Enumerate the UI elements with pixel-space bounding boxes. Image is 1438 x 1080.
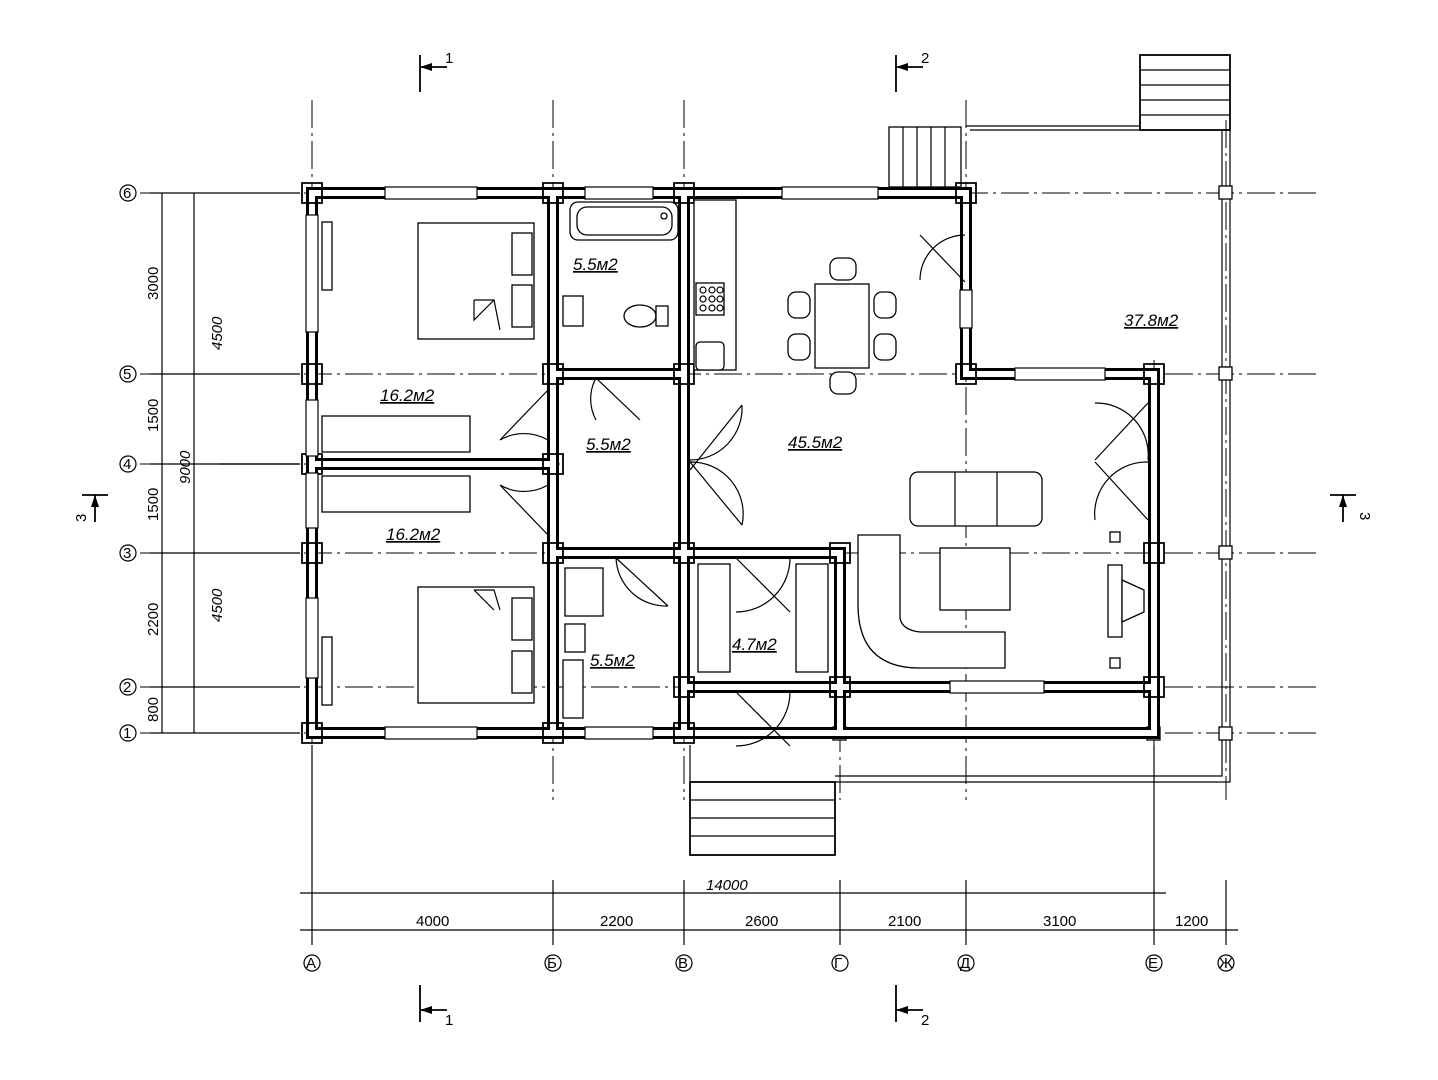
room-area-bathroom: 5.5м2 [573, 255, 618, 274]
axis-B: Б [547, 955, 557, 972]
room-area-living: 45.5м2 [788, 433, 843, 452]
corner-sofa [857, 534, 1006, 669]
axis-markers-vertical: А Б В Г Д Е Ж [303, 954, 1235, 972]
room-area-hall: 5.5м2 [586, 435, 631, 454]
left-dimensions: 3000 1500 1500 2200 800 4500 4500 9000 [145, 192, 300, 734]
dim-bottom-2600: 2600 [745, 913, 778, 930]
room-area-terrace: 37.8м2 [1124, 311, 1179, 330]
section-2-bottom: 2 [921, 1012, 929, 1029]
wardrobe-top [321, 221, 333, 291]
dim-left-1500a: 1500 [145, 399, 162, 432]
dim-left-2200: 2200 [145, 603, 162, 636]
dim-bottom-1200: 1200 [1175, 913, 1208, 930]
axis-A: А [306, 955, 316, 972]
axis-6: 6 [123, 185, 131, 202]
dim-left-800: 800 [145, 697, 162, 722]
tv-unit [1107, 564, 1123, 638]
axis-G: Г [834, 955, 842, 972]
dim-bottom-2100: 2100 [888, 913, 921, 930]
axis-Zh: Ж [1219, 955, 1233, 972]
coffee-table [939, 547, 1011, 611]
dim-left-4500a: 4500 [209, 316, 226, 350]
room-area-bedroom-top: 16.2м2 [380, 386, 435, 405]
dim-left-9000: 9000 [177, 450, 194, 484]
toilet [623, 304, 657, 328]
axis-3: 3 [123, 545, 131, 562]
terrace-structure [832, 54, 1233, 783]
section-markers: 1 1 2 2 3 3 [73, 50, 1373, 1029]
axis-V: В [678, 955, 688, 972]
dim-left-1500b: 1500 [145, 488, 162, 521]
bench-top [321, 415, 471, 453]
dim-bottom-4000: 4000 [416, 913, 449, 930]
bench-bottom [321, 475, 471, 513]
furniture [321, 199, 1145, 719]
axis-D: Д [960, 955, 970, 972]
room-area-storage: 5.5м2 [590, 651, 635, 670]
room-labels: 16.2м2 5.5м2 45.5м2 37.8м2 5.5м2 16.2м2 … [380, 255, 1179, 670]
dim-left-4500b: 4500 [209, 588, 226, 622]
entrance-steps [689, 745, 836, 856]
sink [562, 295, 584, 327]
section-1-top: 1 [445, 50, 453, 67]
section-2-top: 2 [921, 50, 929, 67]
sofa-top [909, 471, 1043, 527]
axis-2: 2 [123, 679, 131, 696]
axis-E: Е [1148, 955, 1158, 972]
room-area-closet: 4.7м2 [732, 635, 777, 654]
dim-total-14000: 14000 [706, 877, 748, 894]
axis-5: 5 [123, 366, 131, 383]
dining-table [814, 283, 870, 369]
section-1-bottom: 1 [445, 1012, 453, 1029]
section-3-right: 3 [1356, 512, 1373, 520]
room-area-bedroom-bottom: 16.2м2 [386, 525, 441, 544]
wardrobe-bottom [321, 636, 333, 706]
kitchen-sink [695, 341, 725, 371]
bottom-dimensions: 14000 4000 2200 2600 2100 3100 1200 [300, 745, 1238, 945]
section-3-left: 3 [73, 514, 90, 522]
doors [499, 234, 1149, 747]
dim-left-3000: 3000 [145, 267, 162, 300]
dim-bottom-3100: 3100 [1043, 913, 1076, 930]
axis-markers-horizontal: 6 5 4 3 2 1 [119, 184, 137, 742]
axis-4: 4 [123, 456, 131, 473]
dim-bottom-2200: 2200 [600, 913, 633, 930]
windows [305, 186, 1106, 740]
axis-1: 1 [123, 725, 131, 742]
